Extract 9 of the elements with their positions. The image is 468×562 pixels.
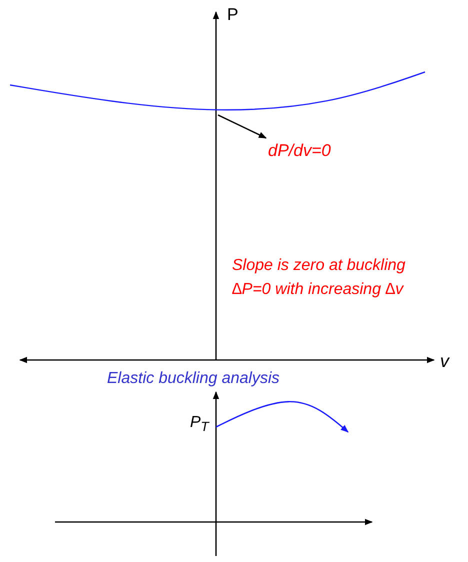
caption-text: Elastic buckling analysis [107, 370, 280, 388]
axis-label: P [227, 6, 238, 25]
slope-label: dP/dv=0 [268, 142, 331, 161]
note-text: Slope is zero at buckling [232, 257, 406, 275]
load-deflection-curve [10, 71, 426, 110]
arrow [218, 114, 267, 139]
axis-label: v [440, 352, 449, 372]
axis-label: P$_{T}$ [190, 414, 209, 435]
note-text: ∆P=0 with increasing ∆v [232, 281, 404, 299]
